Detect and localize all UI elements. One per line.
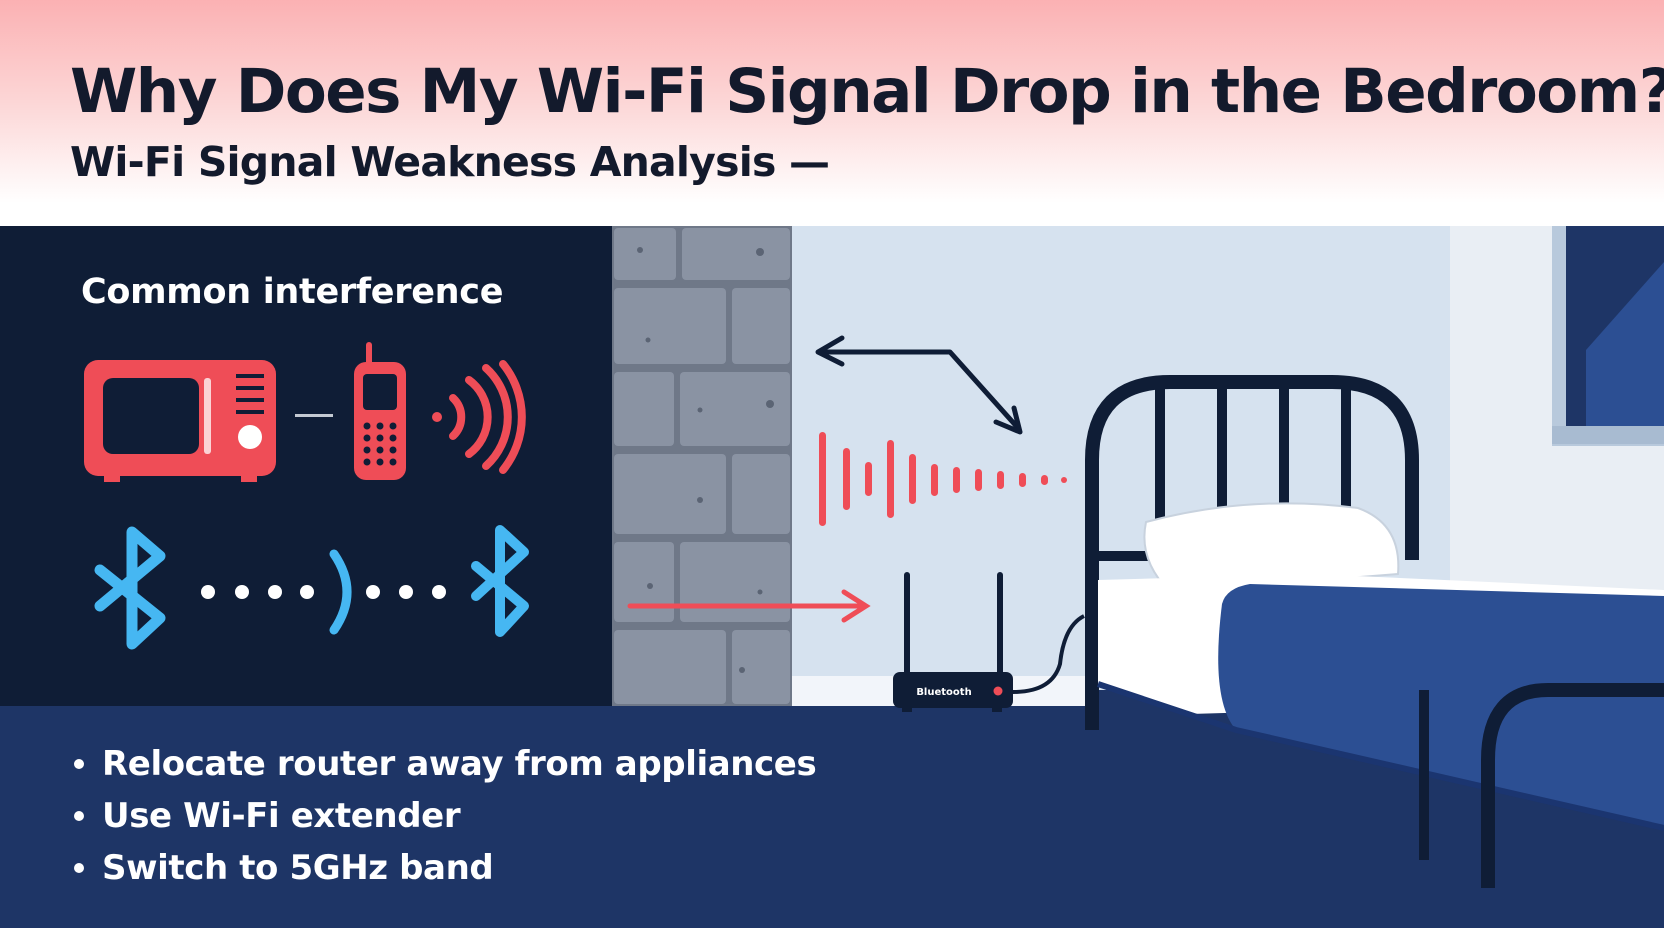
- bluetooth-icon: [471, 525, 529, 637]
- cordless-phone-icon: [354, 342, 406, 480]
- tip-text: Relocate router away from appliances: [102, 744, 817, 784]
- header-banner: Why Does My Wi-Fi Signal Drop in the Bed…: [0, 0, 1664, 226]
- tip-item: Switch to 5GHz band: [70, 842, 816, 894]
- router: Bluetooth: [893, 572, 1086, 712]
- bed: [1085, 375, 1664, 888]
- signal-strength-bars: [819, 432, 1067, 526]
- bluetooth-icon: [94, 526, 166, 650]
- router-cable: [1012, 614, 1086, 694]
- signal-arrow: [627, 589, 871, 623]
- interference-heading: Common interference: [81, 272, 504, 312]
- tips-list: Relocate router away from appliances Use…: [70, 738, 817, 894]
- illustration: Bluetooth: [0, 226, 1664, 928]
- tip-item: Relocate router away from appliances: [70, 738, 817, 790]
- tip-text: Use Wi-Fi extender: [102, 796, 461, 836]
- page-title: Why Does My Wi-Fi Signal Drop in the Bed…: [70, 56, 1664, 127]
- signal-dots: [201, 585, 446, 599]
- bullet-icon: [74, 811, 84, 821]
- bluetooth-wave: [329, 549, 352, 635]
- connector-dash: [295, 414, 333, 417]
- floor: [0, 690, 1664, 928]
- bullet-icon: [74, 863, 84, 873]
- reflection-arrow: [815, 335, 1023, 435]
- router-led: [993, 686, 1003, 696]
- bullet-icon: [74, 759, 84, 769]
- microwave-icon: [84, 360, 276, 482]
- page-subtitle: Wi-Fi Signal Weakness Analysis —: [70, 138, 830, 186]
- tip-item: Use Wi-Fi extender: [70, 790, 816, 842]
- radio-waves-icon: [432, 360, 526, 474]
- window: [1552, 226, 1664, 446]
- router-label: Bluetooth: [916, 687, 971, 698]
- tip-text: Switch to 5GHz band: [102, 848, 494, 888]
- brick-wall: [612, 226, 792, 706]
